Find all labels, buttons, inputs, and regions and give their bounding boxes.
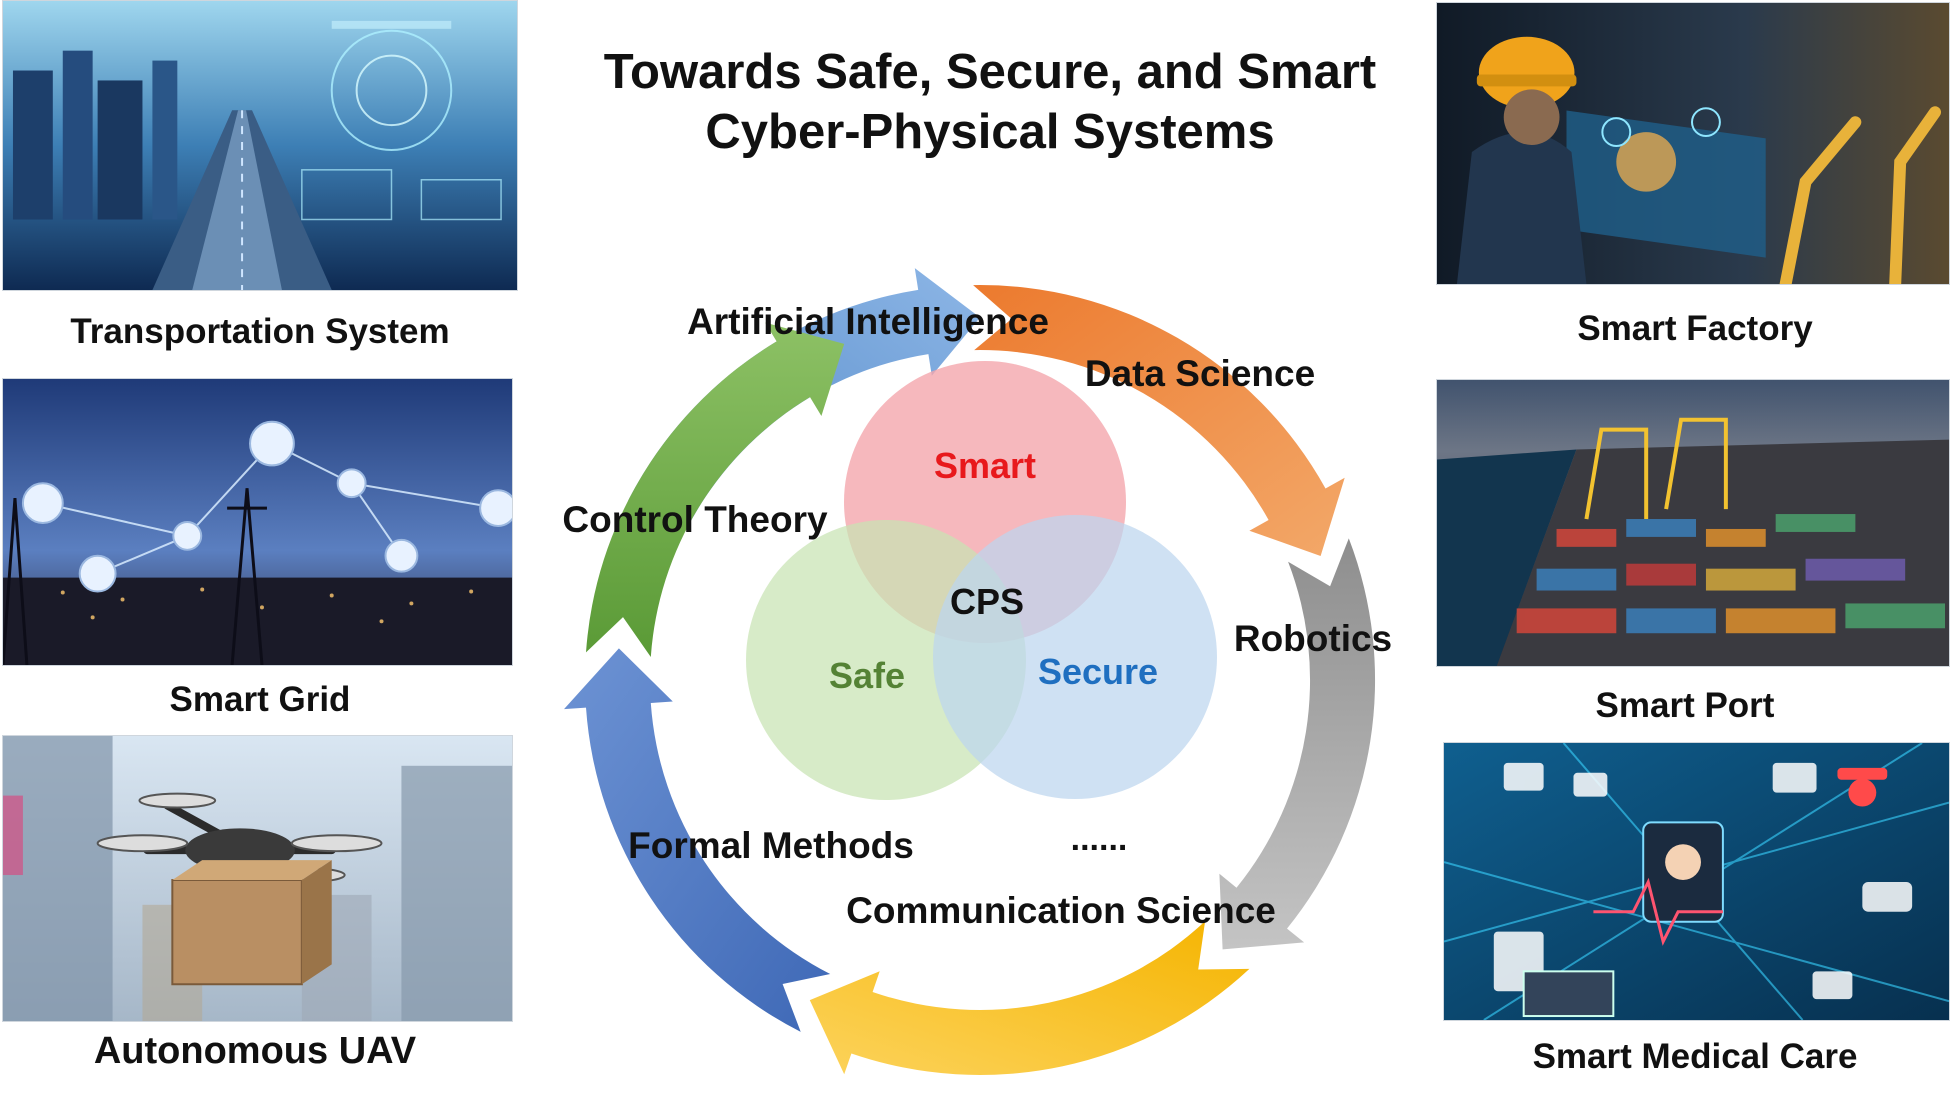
label-ellipsis: ...... <box>1071 820 1128 858</box>
smart-medical-care-photo <box>1443 742 1950 1021</box>
control-theory-arrow <box>586 322 845 657</box>
label-formal-methods: Formal Methods <box>628 825 914 866</box>
communication-arrow <box>809 921 1250 1076</box>
smart-port-photo <box>1436 379 1950 667</box>
caption-transportation: Transportation System <box>70 312 450 351</box>
caption-smart-medical-care: Smart Medical Care <box>1532 1037 1858 1076</box>
data-science-arrow <box>973 285 1345 556</box>
venn-label-secure: Secure <box>1038 651 1158 692</box>
caption-smart-factory: Smart Factory <box>1577 309 1813 348</box>
caption-smart-grid: Smart Grid <box>169 680 351 719</box>
diagram-title: Towards Safe, Secure, and Smart Cyber-Ph… <box>545 42 1435 162</box>
venn-diagram <box>746 361 1217 800</box>
title-line-1: Towards Safe, Secure, and Smart <box>603 45 1377 99</box>
title-line-2: Cyber-Physical Systems <box>705 105 1275 159</box>
secure-circle <box>933 515 1217 799</box>
caption-smart-port: Smart Port <box>1595 686 1775 725</box>
formal-methods-arrow <box>564 648 831 1032</box>
label-robotics: Robotics <box>1234 618 1392 659</box>
label-communication-science: Communication Science <box>846 890 1276 931</box>
label-artificial-intelligence: Artificial Intelligence <box>687 301 1049 342</box>
smart-factory-photo <box>1436 2 1950 285</box>
venn-label-cps: CPS <box>950 581 1024 622</box>
robotics-arrow <box>1219 538 1376 950</box>
venn-label-smart: Smart <box>934 445 1036 486</box>
smart-grid-photo <box>2 378 513 666</box>
venn-label-safe: Safe <box>829 655 905 696</box>
caption-autonomous-uav: Autonomous UAV <box>93 1030 417 1072</box>
label-data-science: Data Science <box>1085 353 1315 394</box>
label-control-theory: Control Theory <box>562 499 828 540</box>
transportation-photo <box>2 0 518 291</box>
autonomous-uav-photo <box>2 735 513 1022</box>
cycle-ring <box>564 268 1376 1076</box>
